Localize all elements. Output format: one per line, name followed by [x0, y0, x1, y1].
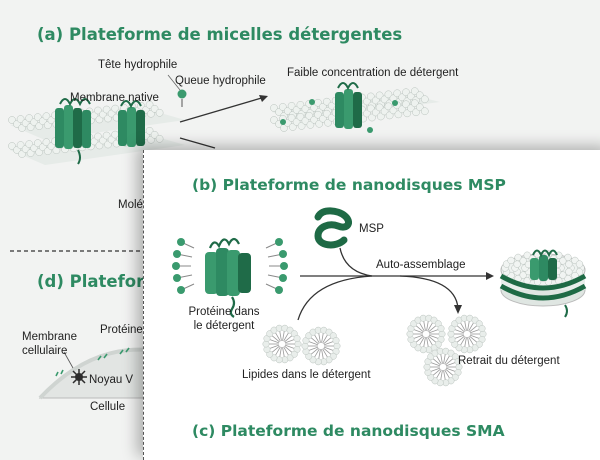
cell-membrane-label: Membrane cellulaire [22, 331, 77, 357]
panel-c-title: (c) Plateforme de nanodisques SMA [192, 422, 505, 440]
detergent-arc-left [172, 238, 195, 294]
membrane-native-label: Membrane native [70, 92, 159, 104]
low-concentration-membrane-illustration [270, 82, 440, 133]
lipid-micelles [262, 314, 487, 387]
lipids-in-detergent-label: Lipides dans le détergent [242, 369, 371, 381]
tail-label: Queue hydrophile [175, 75, 266, 87]
msp-label: MSP [359, 223, 384, 235]
head-label: Tête hydrophile [98, 59, 178, 71]
arrow-to-molecule [179, 137, 216, 149]
panel-b-title: (b) Plateforme de nanodisques MSP [192, 176, 506, 194]
background-figure [8, 74, 440, 400]
native-protein-2 [118, 100, 145, 147]
panel-a-title: (a) Plateforme de micelles détergentes [37, 25, 403, 44]
msp-belt [499, 273, 587, 301]
protein-in-detergent-illustration [172, 237, 288, 318]
molecule-partial-label: Molé [118, 199, 143, 211]
panel-b-card [143, 150, 600, 460]
detergent-removal-label: Retrait du détergent [458, 355, 560, 367]
cell-illustration [38, 347, 151, 400]
low-concentration-label: Faible concentration de détergent [287, 67, 459, 79]
native-protein-1 [55, 98, 91, 165]
panel-d-title: (d) Plateform [37, 272, 162, 291]
nucleus-label: Noyau V [89, 374, 134, 386]
panel-b-figure [172, 207, 587, 387]
nanodisc-protein [530, 249, 568, 318]
arrow-to-low-concentration [179, 95, 268, 123]
low-conc-protein [335, 82, 362, 129]
reaction-arrows [297, 247, 494, 321]
protein-label-d: Protéine [100, 324, 143, 336]
self-assembly-label: Auto-assemblage [376, 259, 466, 271]
protein-in-detergent-label: Protéine dans le détergent [188, 306, 260, 332]
nanodisc-illustration [499, 249, 587, 318]
msp-icon [314, 207, 352, 249]
membrane-protein [205, 237, 251, 318]
detergent-arc-right [265, 238, 288, 294]
native-membrane-illustration [8, 98, 185, 165]
cell-label: Cellule [90, 401, 126, 413]
detergent-head-icon [167, 74, 187, 107]
